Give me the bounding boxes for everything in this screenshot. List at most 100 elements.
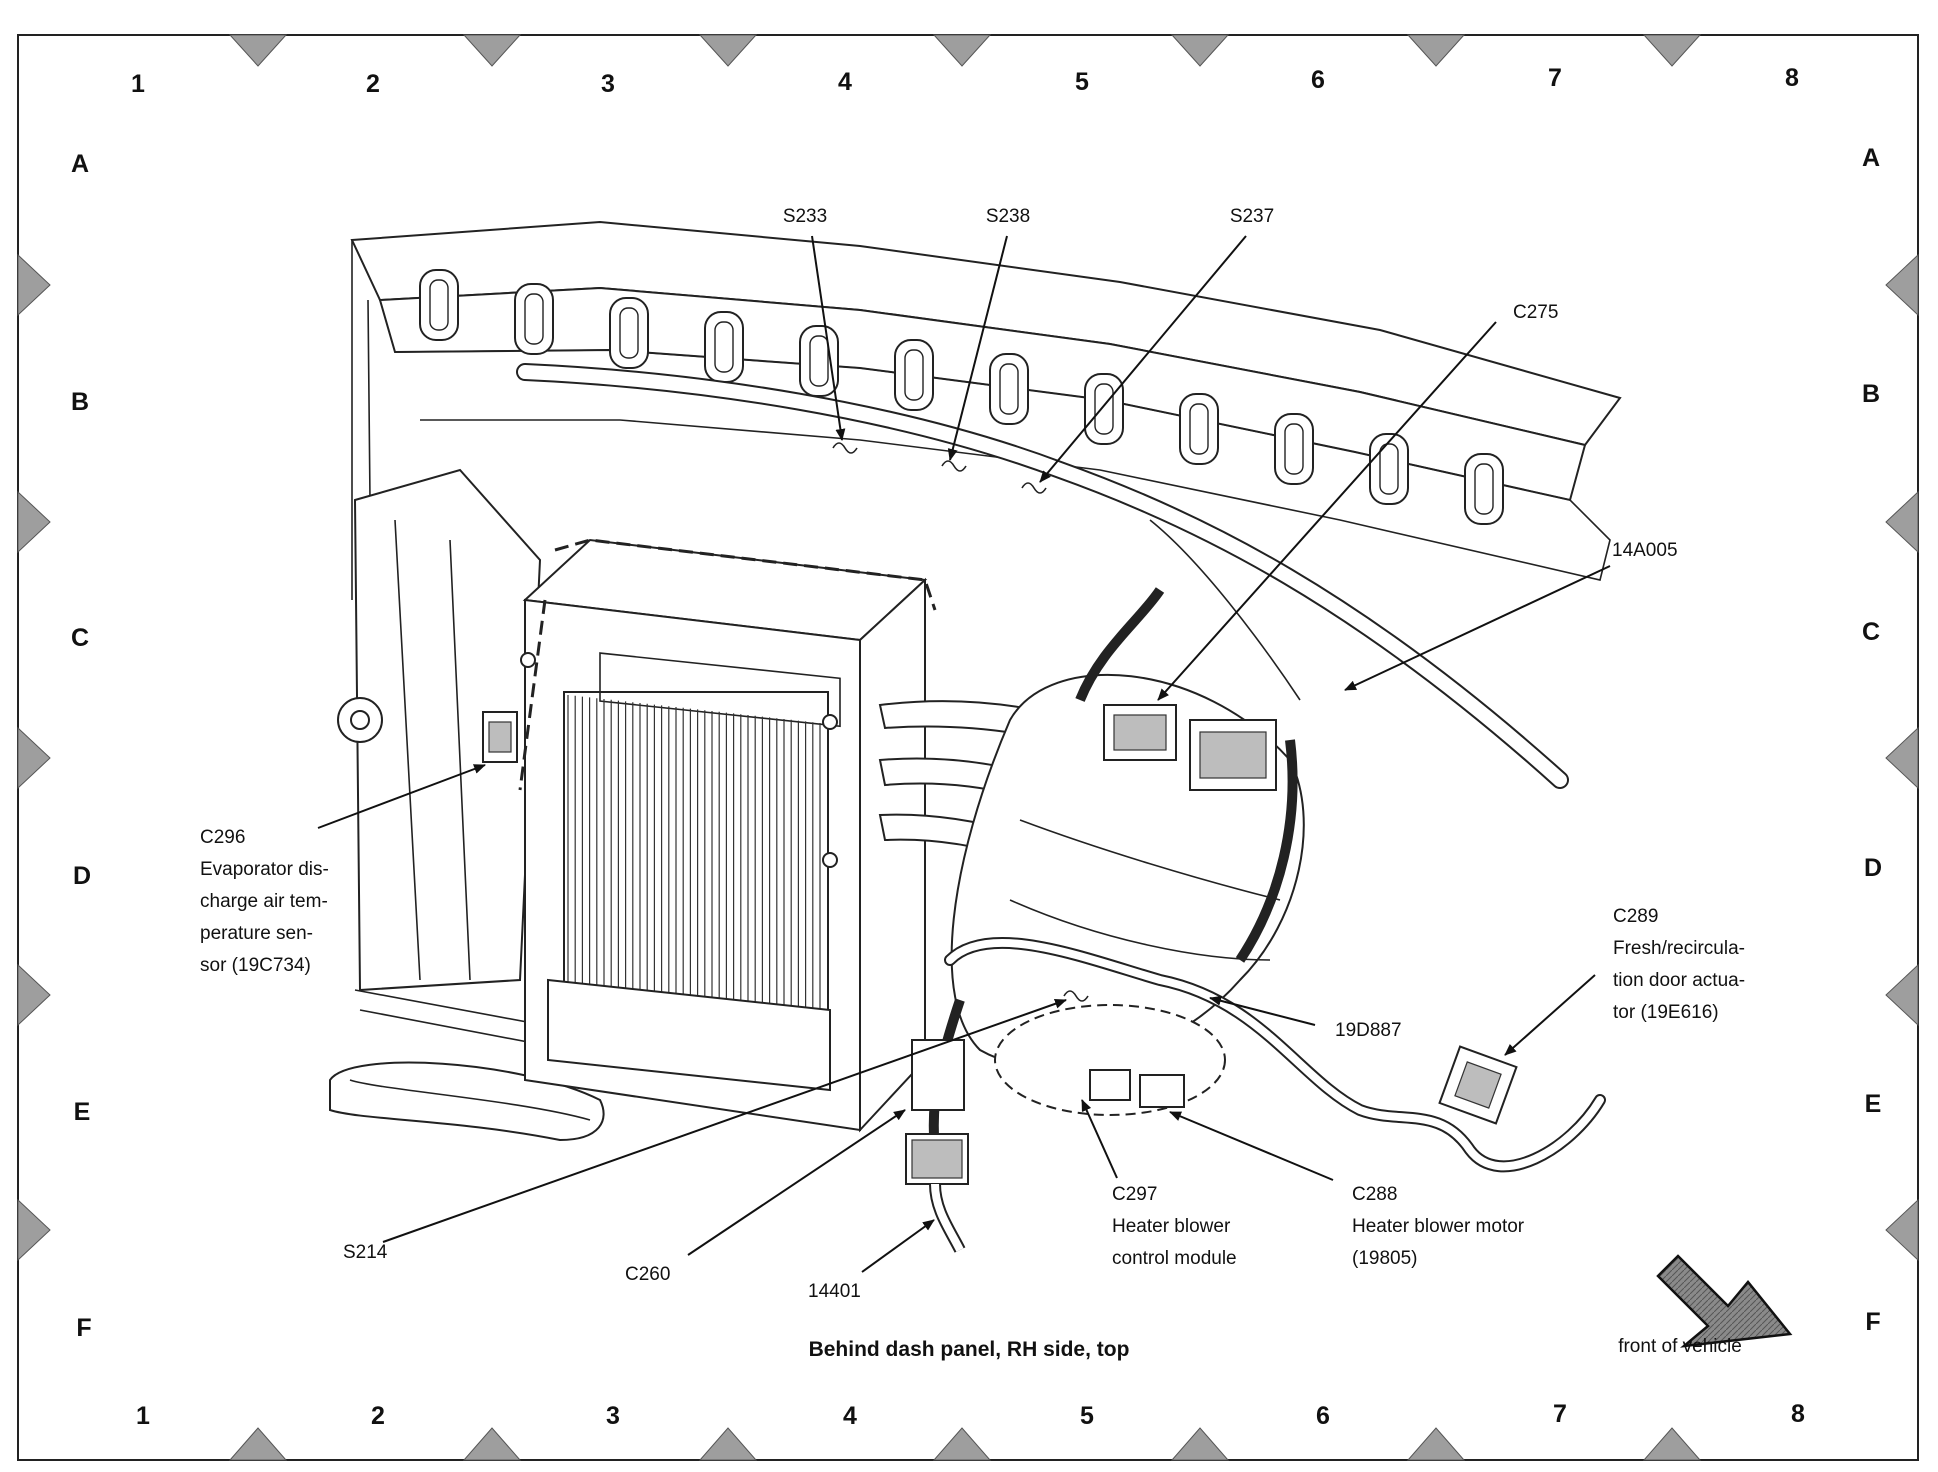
grid-row-b-left: B (71, 388, 89, 416)
connector-c297 (1089, 1069, 1131, 1101)
callout-leader-lines (317, 235, 1611, 1273)
front-arrow-icon (1656, 1254, 1793, 1348)
case-screw-1 (822, 714, 838, 730)
edge-marker-top (462, 34, 522, 67)
label-c297: C297 Heater blower control module (1112, 1184, 1237, 1269)
edge-marker-left (17, 726, 51, 790)
connector-c289-face (1454, 1061, 1502, 1109)
cowl-slot-inner (809, 335, 829, 387)
edge-marker-top (228, 34, 288, 67)
grid-col-7-bottom: 7 (1553, 1400, 1567, 1428)
grid-col-5-bottom: 5 (1080, 1402, 1094, 1430)
label-s214: S214 (343, 1242, 388, 1263)
edge-marker-top (698, 34, 758, 67)
cowl-slot-inner (619, 307, 639, 359)
connector-c260 (911, 1039, 965, 1111)
leader-s238 (947, 235, 1008, 461)
grid-row-a-right: A (1862, 144, 1880, 172)
label-s238: S238 (986, 206, 1030, 227)
label-14a005: 14A005 (1612, 540, 1678, 561)
blower-harness-fill (946, 938, 1604, 1171)
splice-s238-mark (941, 460, 967, 472)
edge-marker-top (1170, 34, 1230, 67)
floor-duct-highlight (349, 1079, 591, 1121)
grid-row-a-left: A (71, 150, 89, 178)
edge-marker-bottom (462, 1427, 522, 1461)
page-frame (17, 34, 1919, 1461)
label-c275: C275 (1513, 302, 1558, 323)
cowl-slot-inner (904, 349, 924, 401)
dash-panel-artwork (329, 220, 1622, 1253)
label-c289: C289 Fresh/recircula- tion door actua- t… (1613, 906, 1750, 1023)
grid-col-4-top: 4 (838, 68, 852, 96)
leader-19d887 (1209, 995, 1316, 1026)
evaporator-core-fins (563, 691, 829, 1018)
edge-marker-left (17, 1198, 51, 1262)
cowl-slot-inner (1189, 403, 1209, 455)
grid-col-2-bottom: 2 (371, 1402, 385, 1430)
edge-marker-bottom (1642, 1427, 1702, 1461)
cowl-slot-inner (1379, 443, 1399, 495)
leader-14401 (861, 1219, 935, 1273)
edge-marker-bottom (1170, 1427, 1230, 1461)
connector-c288 (1139, 1074, 1185, 1108)
grid-col-4-bottom: 4 (843, 1402, 857, 1430)
edge-marker-bottom (932, 1427, 992, 1461)
edge-marker-right (1885, 726, 1919, 790)
leader-c275 (1157, 321, 1497, 701)
leader-c296 (317, 764, 486, 829)
leader-s233 (811, 235, 846, 441)
leader-c260 (687, 1109, 906, 1256)
cowl-slot-inner (999, 363, 1019, 415)
main-harness-fill (518, 365, 1567, 787)
edge-marker-right (1885, 1198, 1919, 1262)
hvac-case-top-window (599, 652, 841, 728)
case-screw-3 (520, 652, 536, 668)
cowl-slot-inner (1284, 423, 1304, 475)
grid-row-f-left: F (76, 1314, 91, 1342)
leader-s214 (382, 998, 1067, 1243)
grid-row-e-left: E (74, 1098, 91, 1126)
cowl-slot-inner (1094, 383, 1114, 435)
dash-lower-edge (394, 349, 1611, 581)
grid-col-8-top: 8 (1785, 64, 1799, 92)
edge-marker-right (1885, 490, 1919, 554)
cowl-slot-inner (524, 293, 544, 345)
label-19d887: 19D887 (1335, 1020, 1402, 1041)
hvac-case-lower-flange (547, 978, 831, 1092)
edge-marker-left (17, 253, 51, 317)
diagram-caption: Behind dash panel, RH side, top (809, 1338, 1130, 1361)
connector-c275-b-face (1199, 731, 1267, 779)
leader-c289 (1504, 974, 1596, 1056)
grid-row-d-right: D (1864, 854, 1882, 882)
grid-col-1-bottom: 1 (136, 1402, 150, 1430)
edge-marker-top (932, 34, 992, 67)
side-wall-ribs (394, 519, 471, 981)
grid-col-6-bottom: 6 (1316, 1402, 1330, 1430)
grid-row-f-right: F (1865, 1308, 1880, 1336)
label-s237: S237 (1230, 206, 1274, 227)
edge-marker-right (1885, 253, 1919, 317)
grid-edge-markers (17, 34, 1919, 1461)
grid-row-e-right: E (1865, 1090, 1882, 1118)
grid-row-b-right: B (1862, 380, 1880, 408)
connector-c275-a-face (1113, 714, 1167, 751)
grid-col-2-top: 2 (366, 70, 380, 98)
edge-marker-bottom (1406, 1427, 1466, 1461)
hidden-harness-dashed-down (518, 599, 547, 791)
edge-marker-top (1406, 34, 1466, 67)
front-of-vehicle-label: front of vehicle (1618, 1336, 1742, 1357)
grid-col-3-bottom: 3 (606, 1402, 620, 1430)
grid-col-5-top: 5 (1075, 68, 1089, 96)
case-screw-2 (822, 852, 838, 868)
grid-column-labels-bottom: 1 2 3 4 5 6 7 8 (136, 1400, 1805, 1430)
grid-row-labels-left: A B C D E F (71, 150, 92, 1342)
edge-marker-left (17, 490, 51, 554)
label-14401: 14401 (808, 1281, 861, 1302)
harness-branch (1149, 519, 1301, 701)
c275-lead (1075, 587, 1165, 702)
edge-marker-left (17, 963, 51, 1027)
label-c288: C288 Heater blower motor (19805) (1352, 1184, 1529, 1269)
